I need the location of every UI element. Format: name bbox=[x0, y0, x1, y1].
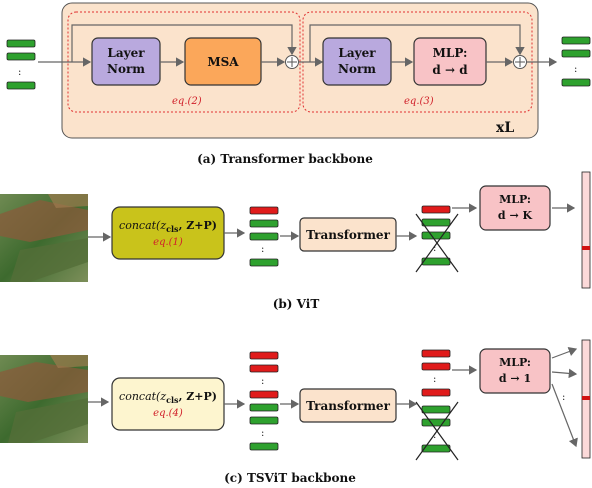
mlp-dk-box bbox=[479, 185, 551, 231]
svg-text::: : bbox=[433, 243, 436, 254]
svg-text::: : bbox=[261, 376, 264, 387]
eq1-label: eq.(1) bbox=[153, 237, 183, 248]
svg-text::: : bbox=[433, 430, 436, 441]
svg-text::: : bbox=[574, 64, 577, 75]
vit-output-tokens: : bbox=[421, 205, 451, 266]
mlp-d1-box bbox=[479, 348, 551, 394]
vit-class-output-bar bbox=[581, 171, 591, 289]
layer-norm-1-label-l1: Layer bbox=[107, 46, 145, 60]
vit-tokens: : bbox=[249, 206, 279, 267]
tsvit-output-tokens: : : bbox=[421, 349, 451, 453]
mlp-d1-label-l2: d → 1 bbox=[499, 372, 531, 385]
caption-b: (b) ViT bbox=[273, 297, 320, 311]
tsvit-class-output-bar bbox=[581, 339, 591, 459]
eq2-label: eq.(2) bbox=[172, 96, 202, 107]
cross-out-icon bbox=[415, 401, 459, 461]
panel-a-transformer-backbone: : Layer Norm MSA eq.(2) Layer Norm MLP: … bbox=[6, 2, 591, 166]
eq4-label: eq.(4) bbox=[153, 408, 183, 419]
tsvit-tokens: : : bbox=[249, 351, 279, 451]
transformer-vit-label: Transformer bbox=[306, 228, 390, 242]
residual-connection-1 bbox=[71, 24, 297, 62]
msa-label: MSA bbox=[207, 55, 239, 69]
mlp-dk-label-l2: d → K bbox=[498, 209, 533, 222]
eq2-dotted-region bbox=[67, 11, 301, 113]
mlp-dd-label-l2: d → d bbox=[432, 63, 468, 77]
residual-connection-2 bbox=[309, 24, 525, 62]
concat-tsvit-label: concat(zcls, Z+P) bbox=[119, 390, 217, 405]
satellite-image-icon bbox=[0, 355, 88, 443]
panel-c-tsvit: concat(zcls, Z+P) eq.(4) : : Transformer… bbox=[0, 339, 591, 485]
svg-text::: : bbox=[261, 428, 264, 439]
cross-out-icon bbox=[415, 213, 459, 273]
svg-text::: : bbox=[433, 374, 436, 385]
layer-norm-1-label-l2: Norm bbox=[107, 62, 145, 76]
satellite-image-icon bbox=[0, 194, 88, 282]
svg-text::: : bbox=[18, 67, 21, 78]
concat-vit-label: concat(zcls, Z+P) bbox=[119, 219, 217, 234]
output-tokens: : bbox=[561, 36, 591, 87]
transformer-tsvit-label: Transformer bbox=[306, 399, 390, 413]
repeat-xl-label: xL bbox=[496, 120, 514, 136]
circle-plus-icon bbox=[513, 55, 527, 69]
caption-c: (c) TSViT backbone bbox=[224, 471, 356, 485]
backbone-container bbox=[61, 2, 539, 139]
mlp-dk-label-l1: MLP: bbox=[499, 193, 531, 206]
svg-text::: : bbox=[562, 392, 565, 403]
circle-plus-icon bbox=[285, 55, 299, 69]
layer-norm-2-label-l2: Norm bbox=[338, 62, 376, 76]
panel-b-vit: concat(zcls, Z+P) eq.(1) : Transformer : bbox=[0, 171, 591, 311]
tsvit-output-arrows: : bbox=[551, 347, 578, 448]
transformer-tsvit-box bbox=[299, 388, 397, 423]
svg-text::: : bbox=[261, 244, 264, 255]
input-tokens: : bbox=[6, 39, 36, 90]
transformer-vit-box bbox=[299, 217, 397, 252]
eq3-label: eq.(3) bbox=[404, 96, 434, 107]
layer-norm-2-label-l1: Layer bbox=[338, 46, 376, 60]
mlp-dd-label-l1: MLP: bbox=[433, 46, 468, 60]
mlp-d1-label-l1: MLP: bbox=[499, 356, 531, 369]
caption-a: (a) Transformer backbone bbox=[197, 152, 373, 166]
